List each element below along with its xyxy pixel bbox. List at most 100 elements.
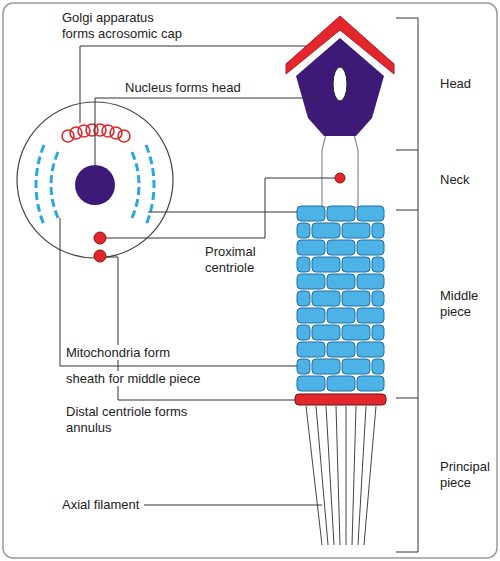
mitochondrion: [357, 308, 384, 323]
label-box: Principal piece: [440, 459, 498, 491]
mitochondrion: [372, 359, 384, 374]
filament-line: [352, 406, 356, 545]
golgi-loop: [62, 130, 74, 142]
filament-line: [326, 406, 334, 545]
axial-filaments: [306, 406, 376, 545]
filament-line: [364, 406, 376, 545]
mitochondrion: [327, 342, 355, 357]
mitochondrion: [372, 291, 384, 306]
mitochondrion: [297, 325, 310, 340]
leader-line: [144, 505, 322, 506]
mitochondrion: [342, 359, 370, 374]
part-label: Golgi apparatus forms acrosomic cap: [62, 10, 182, 41]
bracket-line: [418, 18, 419, 552]
golgi-loops: [62, 124, 130, 142]
part-label: Mitochondria form sheath for middle piec…: [66, 345, 200, 386]
mitochondrion: [297, 206, 325, 221]
mitochondrion: [327, 274, 355, 289]
mitochondrion: [312, 257, 340, 272]
mitochondrion: [297, 359, 310, 374]
mitochondrion: [342, 325, 370, 340]
leader-line: [95, 98, 318, 165]
proximal-centriole: [94, 232, 106, 244]
frame-border: [3, 3, 497, 558]
leader-line: [148, 212, 297, 213]
mitochondrion: [297, 223, 310, 238]
mitochondria-arc: [36, 145, 44, 225]
region-brackets: [396, 18, 418, 552]
mitochondrion: [297, 342, 325, 357]
label-box: Head: [440, 76, 490, 92]
mitochondrion: [327, 376, 355, 391]
mitochondrion: [312, 359, 340, 374]
mitochondrion: [297, 274, 325, 289]
leader-lines: [60, 46, 335, 505]
label-box: Golgi apparatus forms acrosomic cap: [62, 10, 186, 42]
mitochondrion: [342, 223, 370, 238]
mitochondrial-sheath: [297, 206, 384, 391]
mitochondrion: [312, 325, 340, 340]
filament-line: [306, 406, 322, 545]
mitochondrion: [327, 240, 355, 255]
spermatid-nucleus: [75, 165, 115, 205]
part-label: Proximal centriole: [205, 244, 256, 275]
distal-centriole: [94, 250, 106, 262]
golgi-loop: [70, 127, 82, 139]
mitochondrion: [372, 257, 384, 272]
part-label: Axial filament: [62, 497, 139, 512]
part-label: Nucleus forms head: [125, 80, 241, 95]
filament-line: [336, 406, 340, 545]
mitochondrion: [372, 223, 384, 238]
mitochondrion: [297, 291, 310, 306]
golgi-loop: [110, 127, 122, 139]
leader-line: [80, 46, 306, 123]
mitochondria-arc: [51, 152, 58, 218]
label-box: Axial filament: [62, 497, 172, 513]
mitochondrion: [312, 291, 340, 306]
mitochondrion: [342, 291, 370, 306]
label-box: Mitochondria form sheath for middle piec…: [66, 340, 206, 392]
part-label: Neck: [440, 172, 470, 187]
leader-line: [60, 218, 297, 366]
mitochondrion: [357, 206, 384, 221]
filament-line: [316, 406, 328, 545]
mitochondria-arc: [146, 145, 154, 225]
mitochondrion: [297, 308, 325, 323]
mitochondrion: [297, 376, 325, 391]
annulus: [295, 394, 386, 405]
filament-line: [358, 406, 366, 545]
mitochondrion: [327, 206, 355, 221]
mitochondria-arc: [132, 152, 139, 218]
label-box: Distal centriole forms annulus: [66, 404, 206, 436]
neck-centriole: [335, 173, 345, 183]
mitochondrion: [297, 240, 325, 255]
mitochondrion: [327, 308, 355, 323]
mitochondrion: [297, 257, 310, 272]
part-label: Head: [440, 76, 471, 91]
nucleus-vacuole: [333, 67, 347, 101]
mitochondrion: [357, 274, 384, 289]
leader-line: [106, 178, 335, 238]
bracket-tick: [396, 398, 418, 399]
filament-line: [346, 406, 347, 545]
label-box: Neck: [440, 172, 490, 188]
label-box: Proximal centriole: [205, 244, 280, 276]
bracket-tick: [396, 150, 418, 151]
label-box: Middle piece: [440, 288, 490, 320]
mitochondrion: [357, 342, 384, 357]
part-label: Middle piece: [440, 288, 478, 319]
sperm-nucleus: [296, 38, 384, 136]
part-label: Principal piece: [440, 459, 490, 490]
bracket-tick: [396, 18, 418, 19]
mitochondrion: [342, 257, 370, 272]
mitochondrion: [372, 325, 384, 340]
bracket-tick: [396, 210, 418, 211]
sperm-neck: [322, 134, 358, 207]
mitochondrion: [312, 223, 340, 238]
label-box: Nucleus forms head: [125, 80, 295, 96]
mitochondrion: [357, 376, 384, 391]
bracket-tick: [396, 552, 418, 553]
mitochondrion: [357, 240, 384, 255]
